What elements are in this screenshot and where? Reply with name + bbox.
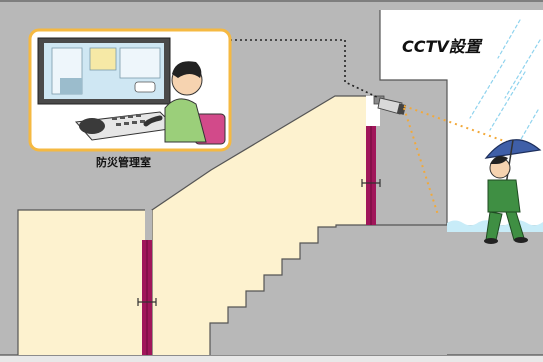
console-button <box>124 122 129 125</box>
console-button <box>128 115 133 118</box>
camera-view-upper <box>403 105 531 151</box>
rain-streak <box>504 39 541 99</box>
control-room-inset <box>28 28 232 152</box>
camera-view <box>403 105 531 216</box>
room-left <box>18 210 145 355</box>
intruder-suit <box>487 179 521 213</box>
door-left-handle <box>137 298 157 306</box>
rain-streak <box>489 71 526 131</box>
door-right-handle <box>361 179 381 187</box>
console-button <box>136 114 141 117</box>
outdoor-edge <box>379 10 448 225</box>
cctv-title: CCTV設置 <box>402 37 483 56</box>
intruder-shoe-right <box>514 237 528 243</box>
door-right <box>361 126 381 225</box>
stair-room <box>152 96 366 355</box>
camera-lens <box>396 103 407 115</box>
console-button <box>132 121 137 124</box>
screen-car-icon <box>134 81 156 93</box>
screen-room-wall <box>89 47 117 71</box>
room-left-edge <box>17 209 145 355</box>
control-room-label: 防災管理室 <box>96 155 151 169</box>
telephone-icon <box>79 118 105 134</box>
console-button <box>140 120 145 123</box>
guard-arm <box>143 115 163 127</box>
guard-body <box>164 98 207 143</box>
floor-strip <box>0 355 543 362</box>
camera-view-lower <box>403 107 439 216</box>
umbrella-icon <box>484 139 542 159</box>
console-buttons <box>112 114 145 126</box>
umbrella-handle <box>505 139 514 186</box>
rain-streak <box>497 19 521 59</box>
intruder-hair <box>490 156 508 164</box>
cctv-camera-icon <box>373 95 407 115</box>
stair-edge <box>209 224 447 355</box>
screen-room-window <box>119 47 161 79</box>
rain-streak <box>469 59 506 119</box>
console-button <box>112 117 117 120</box>
signal-cable <box>230 39 380 99</box>
screen-sofa <box>60 78 82 94</box>
intruder-figure <box>484 139 542 244</box>
door-left <box>137 240 157 355</box>
staircase <box>210 225 447 355</box>
console-button <box>120 116 125 119</box>
intruder-shoe-left <box>484 238 498 244</box>
console-button <box>116 123 121 126</box>
guard-hair <box>172 61 202 78</box>
camera-body <box>377 97 403 115</box>
rain <box>469 19 541 159</box>
rain-streak <box>509 109 539 159</box>
